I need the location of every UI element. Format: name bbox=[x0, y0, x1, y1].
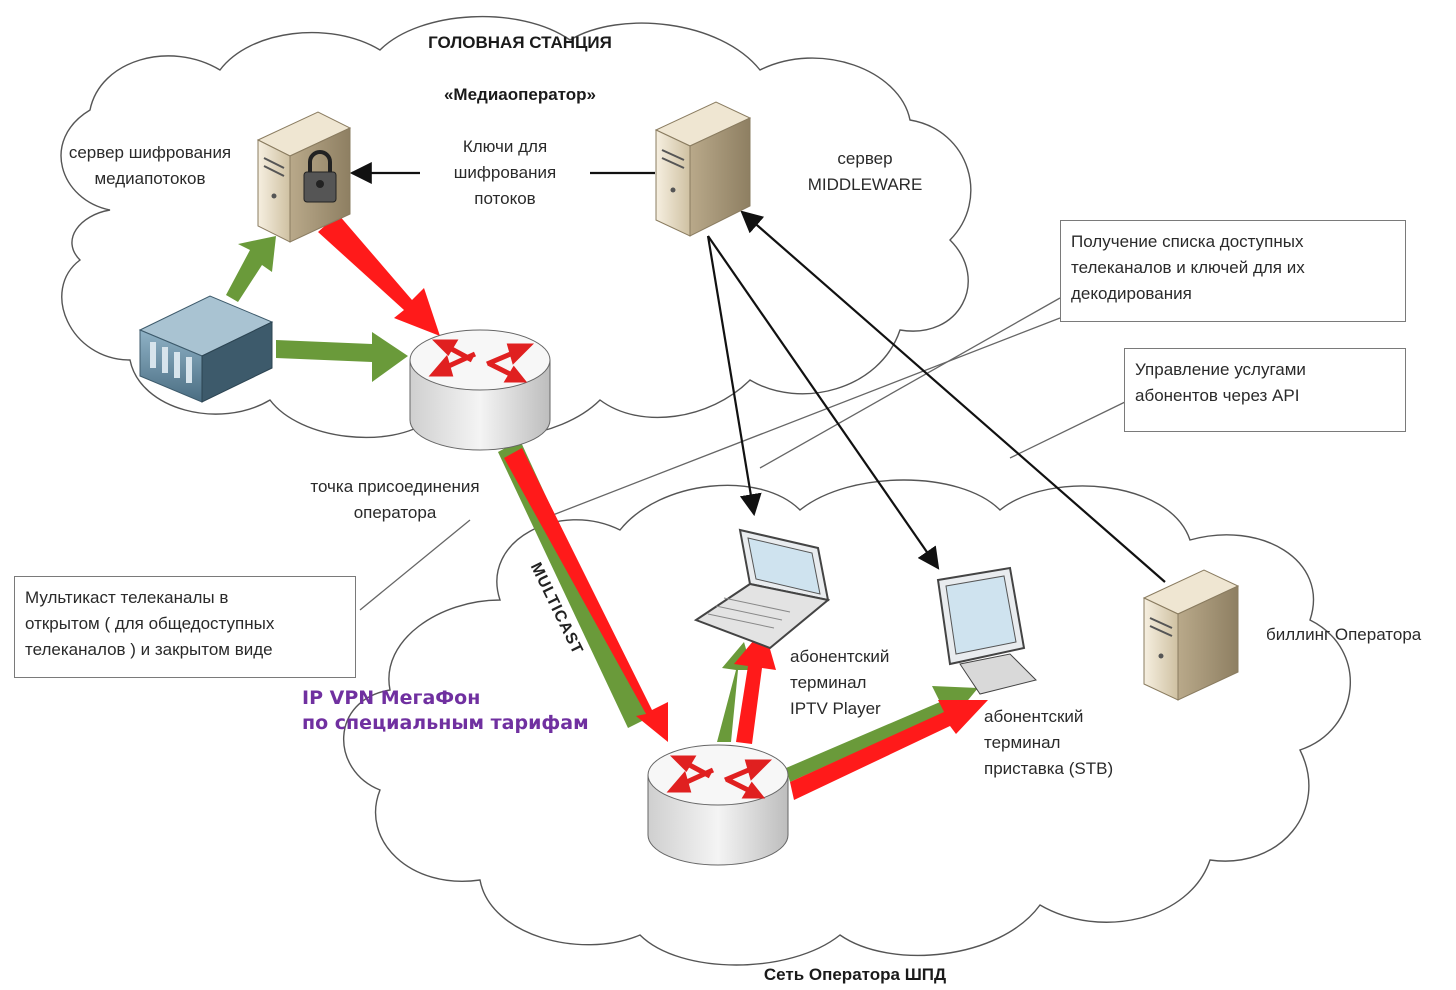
headend-title-line2: «Медиаоператор» bbox=[443, 85, 597, 104]
headend-title: ГОЛОВНАЯ СТАНЦИЯ «Медиаоператор» bbox=[390, 4, 650, 134]
billing-server-icon bbox=[1142, 569, 1240, 701]
middleware-server-icon bbox=[654, 101, 752, 237]
stb-label: абонентский терминал приставка (STB) bbox=[984, 707, 1114, 778]
multicast-callout: Мультикаст телеканалы в открытом ( для о… bbox=[14, 576, 356, 678]
laptop-icon bbox=[693, 528, 831, 650]
ip-vpn-label: IP VPN МегаФон по специальным тарифам bbox=[302, 687, 589, 734]
encryption-server-icon bbox=[256, 111, 352, 243]
isp-router-icon bbox=[647, 744, 789, 866]
headend-title-line1: ГОЛОВНАЯ СТАНЦИЯ bbox=[428, 33, 612, 52]
billing-label: биллинг Оператора bbox=[1266, 625, 1422, 644]
keys-label: Ключи для шифрования потоков bbox=[420, 134, 590, 212]
api-callout: Управление услугами абонентов через API bbox=[1124, 348, 1406, 432]
channel-list-callout: Получение списка доступных телеканалов и… bbox=[1060, 220, 1406, 322]
stb-monitor-icon bbox=[936, 566, 1037, 695]
network-label: Сеть Оператора ШПД bbox=[763, 965, 947, 984]
encryption-server-label: сервер шифрования медиапотоков bbox=[68, 143, 232, 188]
red-arrows bbox=[318, 214, 988, 800]
media-source-rack-icon bbox=[138, 295, 274, 403]
middleware-label: сервер MIDDLEWARE bbox=[807, 149, 923, 194]
connection-point-label: точка присоединения оператора bbox=[310, 477, 480, 522]
operator-router-icon bbox=[409, 329, 551, 451]
iptv-player-label: абонентский терминал IPTV Player bbox=[790, 647, 890, 718]
